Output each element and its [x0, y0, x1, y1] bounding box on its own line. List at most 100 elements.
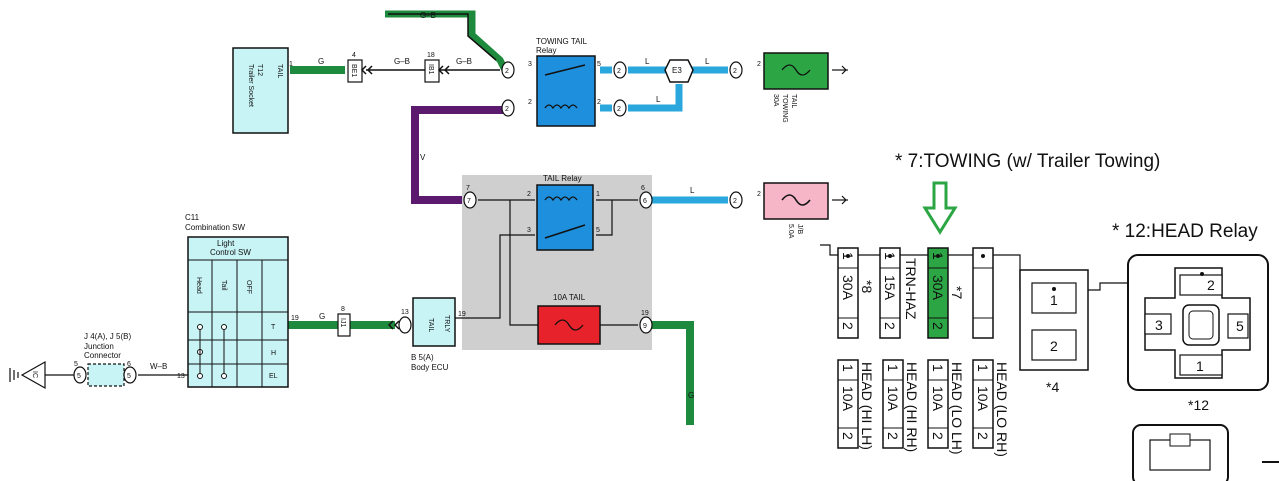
wire-label-g-sw: G [319, 312, 325, 321]
tail-relay: 7 7 TAIL Relay 2 1 3 5 6 6 [463, 174, 653, 251]
connector-ib1: IB1 18 [424, 52, 450, 83]
svg-text:*7: *7 [949, 286, 965, 299]
svg-text:2: 2 [597, 99, 601, 106]
svg-text:5: 5 [596, 227, 600, 234]
svg-text:2: 2 [930, 432, 946, 440]
svg-text:HEAD (LO LH): HEAD (LO LH) [949, 362, 965, 455]
svg-text:2: 2 [617, 68, 621, 75]
svg-text:2: 2 [840, 322, 856, 330]
junction-e3: E3 [664, 59, 694, 83]
wire-label-g-socket: G [318, 57, 324, 66]
svg-text:18: 18 [427, 52, 435, 59]
svg-text:IJ1: IJ1 [339, 318, 346, 327]
svg-text:OFF: OFF [245, 280, 252, 294]
svg-text:HEAD (LO RH): HEAD (LO RH) [994, 362, 1010, 457]
svg-text:IC: IC [31, 371, 38, 378]
svg-text:2: 2 [975, 432, 991, 440]
svg-text:J 4(A), J 5(B): J 4(A), J 5(B) [84, 332, 131, 341]
svg-text:3: 3 [1155, 317, 1163, 333]
svg-text:2: 2 [885, 432, 901, 440]
svg-text:H: H [271, 350, 276, 357]
wires [45, 10, 1130, 425]
wire-label-gb-mid: G–B [394, 57, 410, 66]
svg-text:TRN-HAZ: TRN-HAZ [903, 258, 919, 320]
svg-text:13: 13 [177, 373, 185, 380]
wire-label-v: V [420, 153, 426, 162]
trailer-socket: TAIL T12 Trailer Socket 1 [232, 47, 293, 134]
svg-text:5: 5 [77, 373, 81, 380]
svg-text:1: 1 [596, 191, 600, 198]
towing-relay-title: TOWING TAIL [536, 37, 588, 46]
svg-text:30A: 30A [840, 275, 856, 301]
wire-label-l-1: L [645, 57, 650, 66]
svg-text:5: 5 [597, 61, 601, 68]
connector-be1: BE1 4 [347, 52, 373, 83]
svg-text:6: 6 [643, 198, 647, 205]
svg-text:19: 19 [291, 315, 299, 322]
svg-text:6: 6 [641, 185, 645, 192]
svg-text:2: 2 [930, 322, 946, 330]
svg-text:2: 2 [505, 68, 509, 75]
body-ecu-id: B 5(A) [411, 353, 434, 362]
svg-text:2: 2 [840, 432, 856, 440]
fuse-jb: 2 2 5.0A J/B [729, 182, 848, 239]
towing-tail-relay: TOWING TAIL Relay 3 5 2 2 2 2 2 2 [501, 37, 627, 127]
wire-label-l-4: L [690, 186, 695, 195]
fuse-panel-top: 1 30A 2 *8 1 15A 2 TRN-HAZ 1 30A 2 *7 [837, 247, 994, 339]
svg-text:2: 2 [527, 191, 531, 198]
svg-text:10A: 10A [840, 386, 856, 412]
comb-sw-id: C11 [185, 213, 200, 222]
svg-text:1: 1 [885, 364, 901, 372]
wire-label-gb-relay: G–B [456, 57, 472, 66]
trailer-socket-id: T12 [256, 64, 263, 76]
svg-text:2: 2 [505, 106, 509, 113]
svg-text:30A: 30A [772, 94, 779, 107]
svg-text:1: 1 [1196, 358, 1204, 374]
body-ecu-name: Body ECU [411, 363, 449, 372]
svg-text:7: 7 [467, 198, 471, 205]
connector-ij1: IJ1 8 [337, 306, 351, 337]
svg-text:30A: 30A [930, 275, 946, 301]
svg-text:13: 13 [401, 309, 409, 316]
svg-text:3: 3 [527, 227, 531, 234]
svg-text:10A: 10A [885, 386, 901, 412]
svg-text:J/B: J/B [796, 224, 803, 234]
svg-text:10A: 10A [930, 386, 946, 412]
svg-text:19: 19 [458, 311, 466, 318]
svg-text:TAIL: TAIL [427, 318, 434, 332]
note-head-relay: * 12:HEAD Relay [1112, 221, 1258, 242]
wire-label-gb-top: G–B [420, 11, 436, 20]
svg-text:2: 2 [1050, 338, 1058, 354]
svg-text:EL: EL [269, 373, 278, 380]
svg-text:1: 1 [1050, 292, 1058, 308]
svg-text:Connector: Connector [84, 351, 121, 360]
svg-text:3: 3 [528, 61, 532, 68]
fuse-panel-bottom: 1 10A 2 HEAD (HI LH) 1 10A 2 HEAD (HI RH… [837, 359, 1010, 457]
arrow-down-icon [922, 181, 958, 235]
svg-text:1: 1 [840, 364, 856, 372]
svg-text:2: 2 [617, 106, 621, 113]
tail-relay-title: TAIL Relay [543, 174, 582, 183]
svg-text:5: 5 [1236, 318, 1244, 334]
svg-text:2: 2 [733, 198, 737, 205]
svg-text:10A: 10A [975, 386, 991, 412]
fuse-10a-tail: 10A TAIL 19 9 [537, 293, 653, 345]
svg-text:TOWING: TOWING [781, 94, 788, 123]
svg-text:BE1: BE1 [350, 64, 357, 77]
svg-text:Light: Light [217, 239, 235, 248]
svg-text:5.0A: 5.0A [787, 224, 794, 239]
wire-label-wb: W–B [150, 362, 167, 371]
wire-label-l-2: L [705, 57, 710, 66]
svg-text:7: 7 [466, 185, 470, 192]
svg-text:4: 4 [352, 52, 356, 59]
svg-text:5: 5 [127, 373, 131, 380]
junction-connector: J 4(A), J 5(B) Junction Connector 5 5 5 … [9, 332, 137, 390]
svg-text:2: 2 [757, 191, 761, 198]
svg-text:2: 2 [757, 61, 761, 68]
svg-text:*4: *4 [1046, 379, 1059, 395]
svg-text:15A: 15A [882, 275, 898, 301]
svg-text:Head: Head [195, 277, 202, 294]
partial-connector [1132, 424, 1279, 481]
towing-relay-subtitle: Relay [536, 46, 556, 55]
trailer-socket-pin-num: 1 [289, 61, 293, 68]
